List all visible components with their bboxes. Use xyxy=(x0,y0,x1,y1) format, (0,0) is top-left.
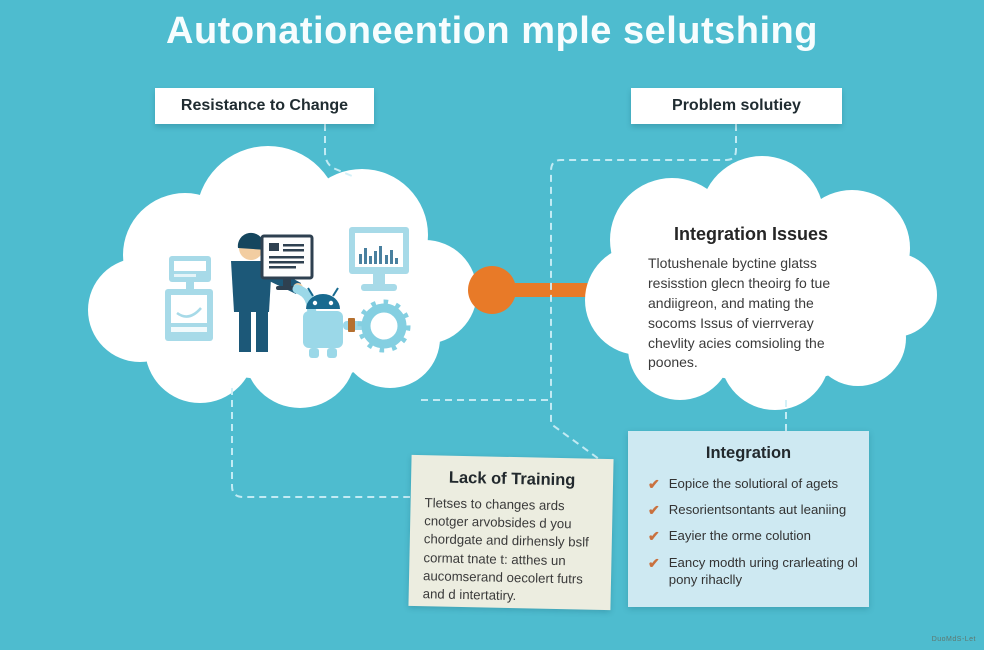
check-list-item: ✔ Eancy modth uring crarleating ol pony … xyxy=(648,554,859,588)
connector-cloud-to-training xyxy=(231,388,410,498)
label-problem-text: Problem solutiey xyxy=(672,97,801,114)
integration-issues-heading: Integration Issues xyxy=(674,224,829,244)
check-list-item: ✔ Eopice the solutioral of agets xyxy=(648,475,859,493)
integration-check-list: ✔ Eopice the solutioral of agets ✔ Resor… xyxy=(648,475,859,588)
check-item-text: Eancy modth uring crarleating ol pony ri… xyxy=(668,554,858,587)
kiosk-machine-icon xyxy=(165,256,213,341)
analytics-screen-icon xyxy=(349,227,409,291)
check-icon: ✔ xyxy=(648,476,660,492)
connector-resistance-to-cloud xyxy=(324,124,353,177)
check-icon: ✔ xyxy=(648,528,660,545)
page-title: Autonationeention mple selutshing xyxy=(166,10,818,52)
orange-link-connector xyxy=(468,266,608,314)
lack-of-training-body: Tletses to changes ards cnotger arvobsid… xyxy=(422,495,589,604)
check-icon: ✔ xyxy=(648,502,660,519)
gear-icon xyxy=(357,299,411,353)
check-list-item: ✔ Eayier the orme colution xyxy=(648,527,859,545)
document-screen-icon xyxy=(260,234,314,290)
check-list-item: ✔ Resorientsontants aut leaniing xyxy=(648,501,859,519)
check-item-text: Eayier the orme colution xyxy=(668,528,811,544)
integration-issues-body: Tlotushenale byctine glatss resisstion g… xyxy=(648,255,831,371)
integration-card: Integration ✔ Eopice the solutioral of a… xyxy=(628,431,869,607)
lack-of-training-heading: Lack of Training xyxy=(448,468,576,490)
label-resistance-text: Resistance to Change xyxy=(180,97,349,114)
check-item-text: Eopice the solutioral of agets xyxy=(668,476,839,491)
watermark-text: DuoMdS-Let xyxy=(931,636,976,643)
lack-of-training-card: Lack of Training Tletses to changes ards… xyxy=(408,454,614,611)
integration-card-heading: Integration xyxy=(705,444,792,462)
check-icon: ✔ xyxy=(648,554,660,571)
android-robot-icon xyxy=(292,284,365,358)
connector-problem-to-training xyxy=(550,124,737,460)
integration-issues-block: Integration Issues Tlotushenale byctine … xyxy=(648,224,876,373)
right-cloud xyxy=(585,156,937,410)
label-problem-solutiey: Problem solutiey xyxy=(631,88,842,124)
dashed-connector-lines xyxy=(231,124,787,498)
label-resistance-to-change: Resistance to Change xyxy=(155,88,374,124)
check-item-text: Resorientsontants aut leaniing xyxy=(668,502,847,518)
